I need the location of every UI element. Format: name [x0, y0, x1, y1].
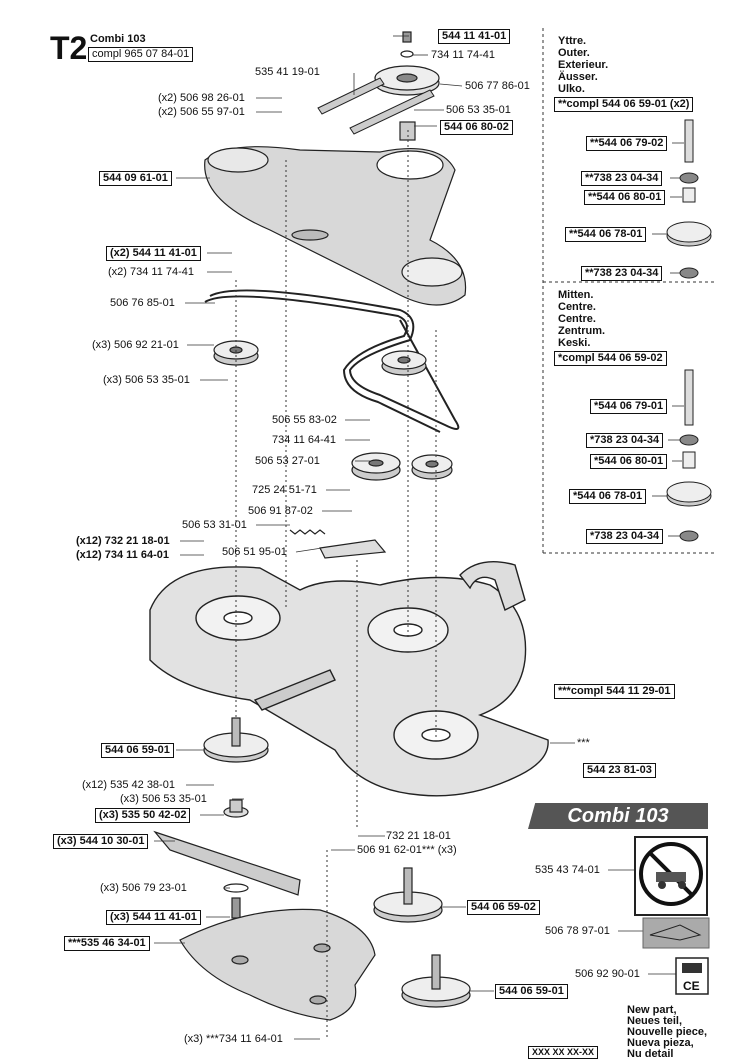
spindle-left-icon [203, 717, 269, 818]
part-label: **738 23 04-34 [581, 266, 663, 281]
part-label: 506 55 83-02 [272, 414, 337, 426]
outer-compl-number: **compl 544 06 59-01 (x2) [554, 97, 694, 112]
middle-compl-number: *compl 544 06 59-02 [554, 351, 667, 366]
part-label: (x3) 506 53 35-01 [103, 374, 190, 386]
part-label: 725 24 51-71 [252, 484, 317, 496]
tension-arm-icon [289, 529, 387, 559]
part-label: 506 53 31-01 [182, 519, 247, 531]
deck-compl-number: ***compl 544 11 29-01 [554, 684, 675, 699]
part-label: (x3) 506 53 35-01 [120, 793, 207, 805]
part-label: 732 21 18-01 [386, 830, 451, 842]
part-label: 506 77 86-01 [465, 80, 530, 92]
top-pulley-icon [374, 31, 440, 141]
part-label: (x3) 544 10 30-01 [53, 834, 149, 849]
part-label: (x12) 732 21 18-01 [76, 535, 170, 547]
part-label: **544 06 80-01 [584, 190, 666, 205]
drive-belt-upper-icon [317, 77, 435, 135]
part-label: 506 91 62-01*** (x3) [357, 844, 457, 856]
part-label: *544 06 78-01 [569, 489, 647, 504]
part-label: 734 11 74-41 [431, 49, 496, 61]
idler-pulleys-icon [213, 340, 453, 481]
part-label: (x3) 506 92 21-01 [92, 339, 179, 351]
decal-icon [642, 917, 710, 949]
part-label: 506 78 97-01 [545, 925, 610, 937]
model-banner: Combi 103 [528, 803, 708, 829]
part-label: 544 09 61-01 [99, 171, 172, 186]
part-label: 734 11 64-41 [272, 434, 337, 446]
leader-lines [154, 35, 684, 1040]
part-label: 544 06 80-02 [440, 120, 513, 135]
part-label: (x2) 506 55 97-01 [158, 106, 245, 118]
mower-blade-icon [153, 830, 301, 919]
part-label: 544 06 59-02 [467, 900, 540, 915]
mower-deck-icon [149, 561, 549, 797]
part-label: *** [577, 737, 590, 749]
middle-group-heading: Mitten. Centre. Centre. Zentrum. Keski. [558, 289, 606, 349]
outer-spindle-parts-icon [666, 119, 712, 279]
model-name: Combi 103 [90, 33, 146, 45]
part-label: (x3) 535 50 42-02 [95, 808, 191, 823]
part-label: ***535 46 34-01 [64, 936, 150, 951]
part-label: (x2) 506 98 26-01 [158, 92, 245, 104]
part-label: **544 06 79-02 [586, 136, 668, 151]
part-label: (x3) 544 11 41-01 [106, 910, 201, 925]
warning-sign-icon [634, 836, 708, 916]
part-label: 506 91 87-02 [248, 505, 313, 517]
model-compl-number: compl 965 07 84-01 [88, 47, 194, 62]
manual-ce-icon: CE [675, 957, 709, 995]
new-part-code-box: XXX XX XX-XX [528, 1046, 599, 1059]
svg-text:CE: CE [683, 979, 700, 993]
mulch-plate-icon [179, 908, 376, 1021]
part-label: **544 06 78-01 [565, 227, 647, 242]
new-part-legend: New part, Neues teil, Nouvelle piece, Nu… [627, 1004, 708, 1060]
part-label: *544 06 79-01 [590, 399, 668, 414]
part-label: **738 23 04-34 [581, 171, 663, 186]
assembly-axis-lines [235, 130, 437, 1040]
belt-cover-icon [204, 146, 467, 306]
part-label: (x12) 734 11 64-01 [76, 549, 169, 561]
part-label: *738 23 04-34 [586, 433, 664, 448]
part-label: 506 51 95-01 [222, 546, 287, 558]
part-label: *544 06 80-01 [590, 454, 668, 469]
drive-belt-icon [204, 289, 460, 433]
part-label: (x2) 544 11 41-01 [106, 246, 201, 261]
side-panel-divider [542, 28, 716, 554]
deck-part-number: 544 23 81-03 [583, 763, 656, 778]
part-label: 544 06 59-01 [101, 743, 174, 758]
part-label: (x3) 506 79 23-01 [100, 882, 187, 894]
part-label: 544 11 41-01 [438, 29, 511, 44]
part-label: 506 53 35-01 [446, 104, 511, 116]
part-label: 506 92 90-01 [575, 968, 640, 980]
middle-spindle-parts-icon [666, 369, 712, 542]
part-label: 506 53 27-01 [255, 455, 320, 467]
part-label: *738 23 04-34 [586, 529, 664, 544]
part-label: (x12) 535 42 38-01 [82, 779, 175, 791]
outer-group-heading: Yttre. Outer. Exterieur. Äusser. Ulko. [558, 35, 609, 95]
page-section-code: T2 [50, 30, 88, 66]
part-label: (x2) 734 11 74-41 [108, 266, 195, 278]
part-label: 535 41 19-01 [255, 66, 320, 78]
part-label: 544 06 59-01 [495, 984, 568, 999]
part-label: 535 43 74-01 [535, 864, 600, 876]
part-label: (x3) ***734 11 64-01 [184, 1033, 283, 1045]
part-label: 506 76 85-01 [110, 297, 175, 309]
spindle-lower-icon [373, 867, 471, 1008]
